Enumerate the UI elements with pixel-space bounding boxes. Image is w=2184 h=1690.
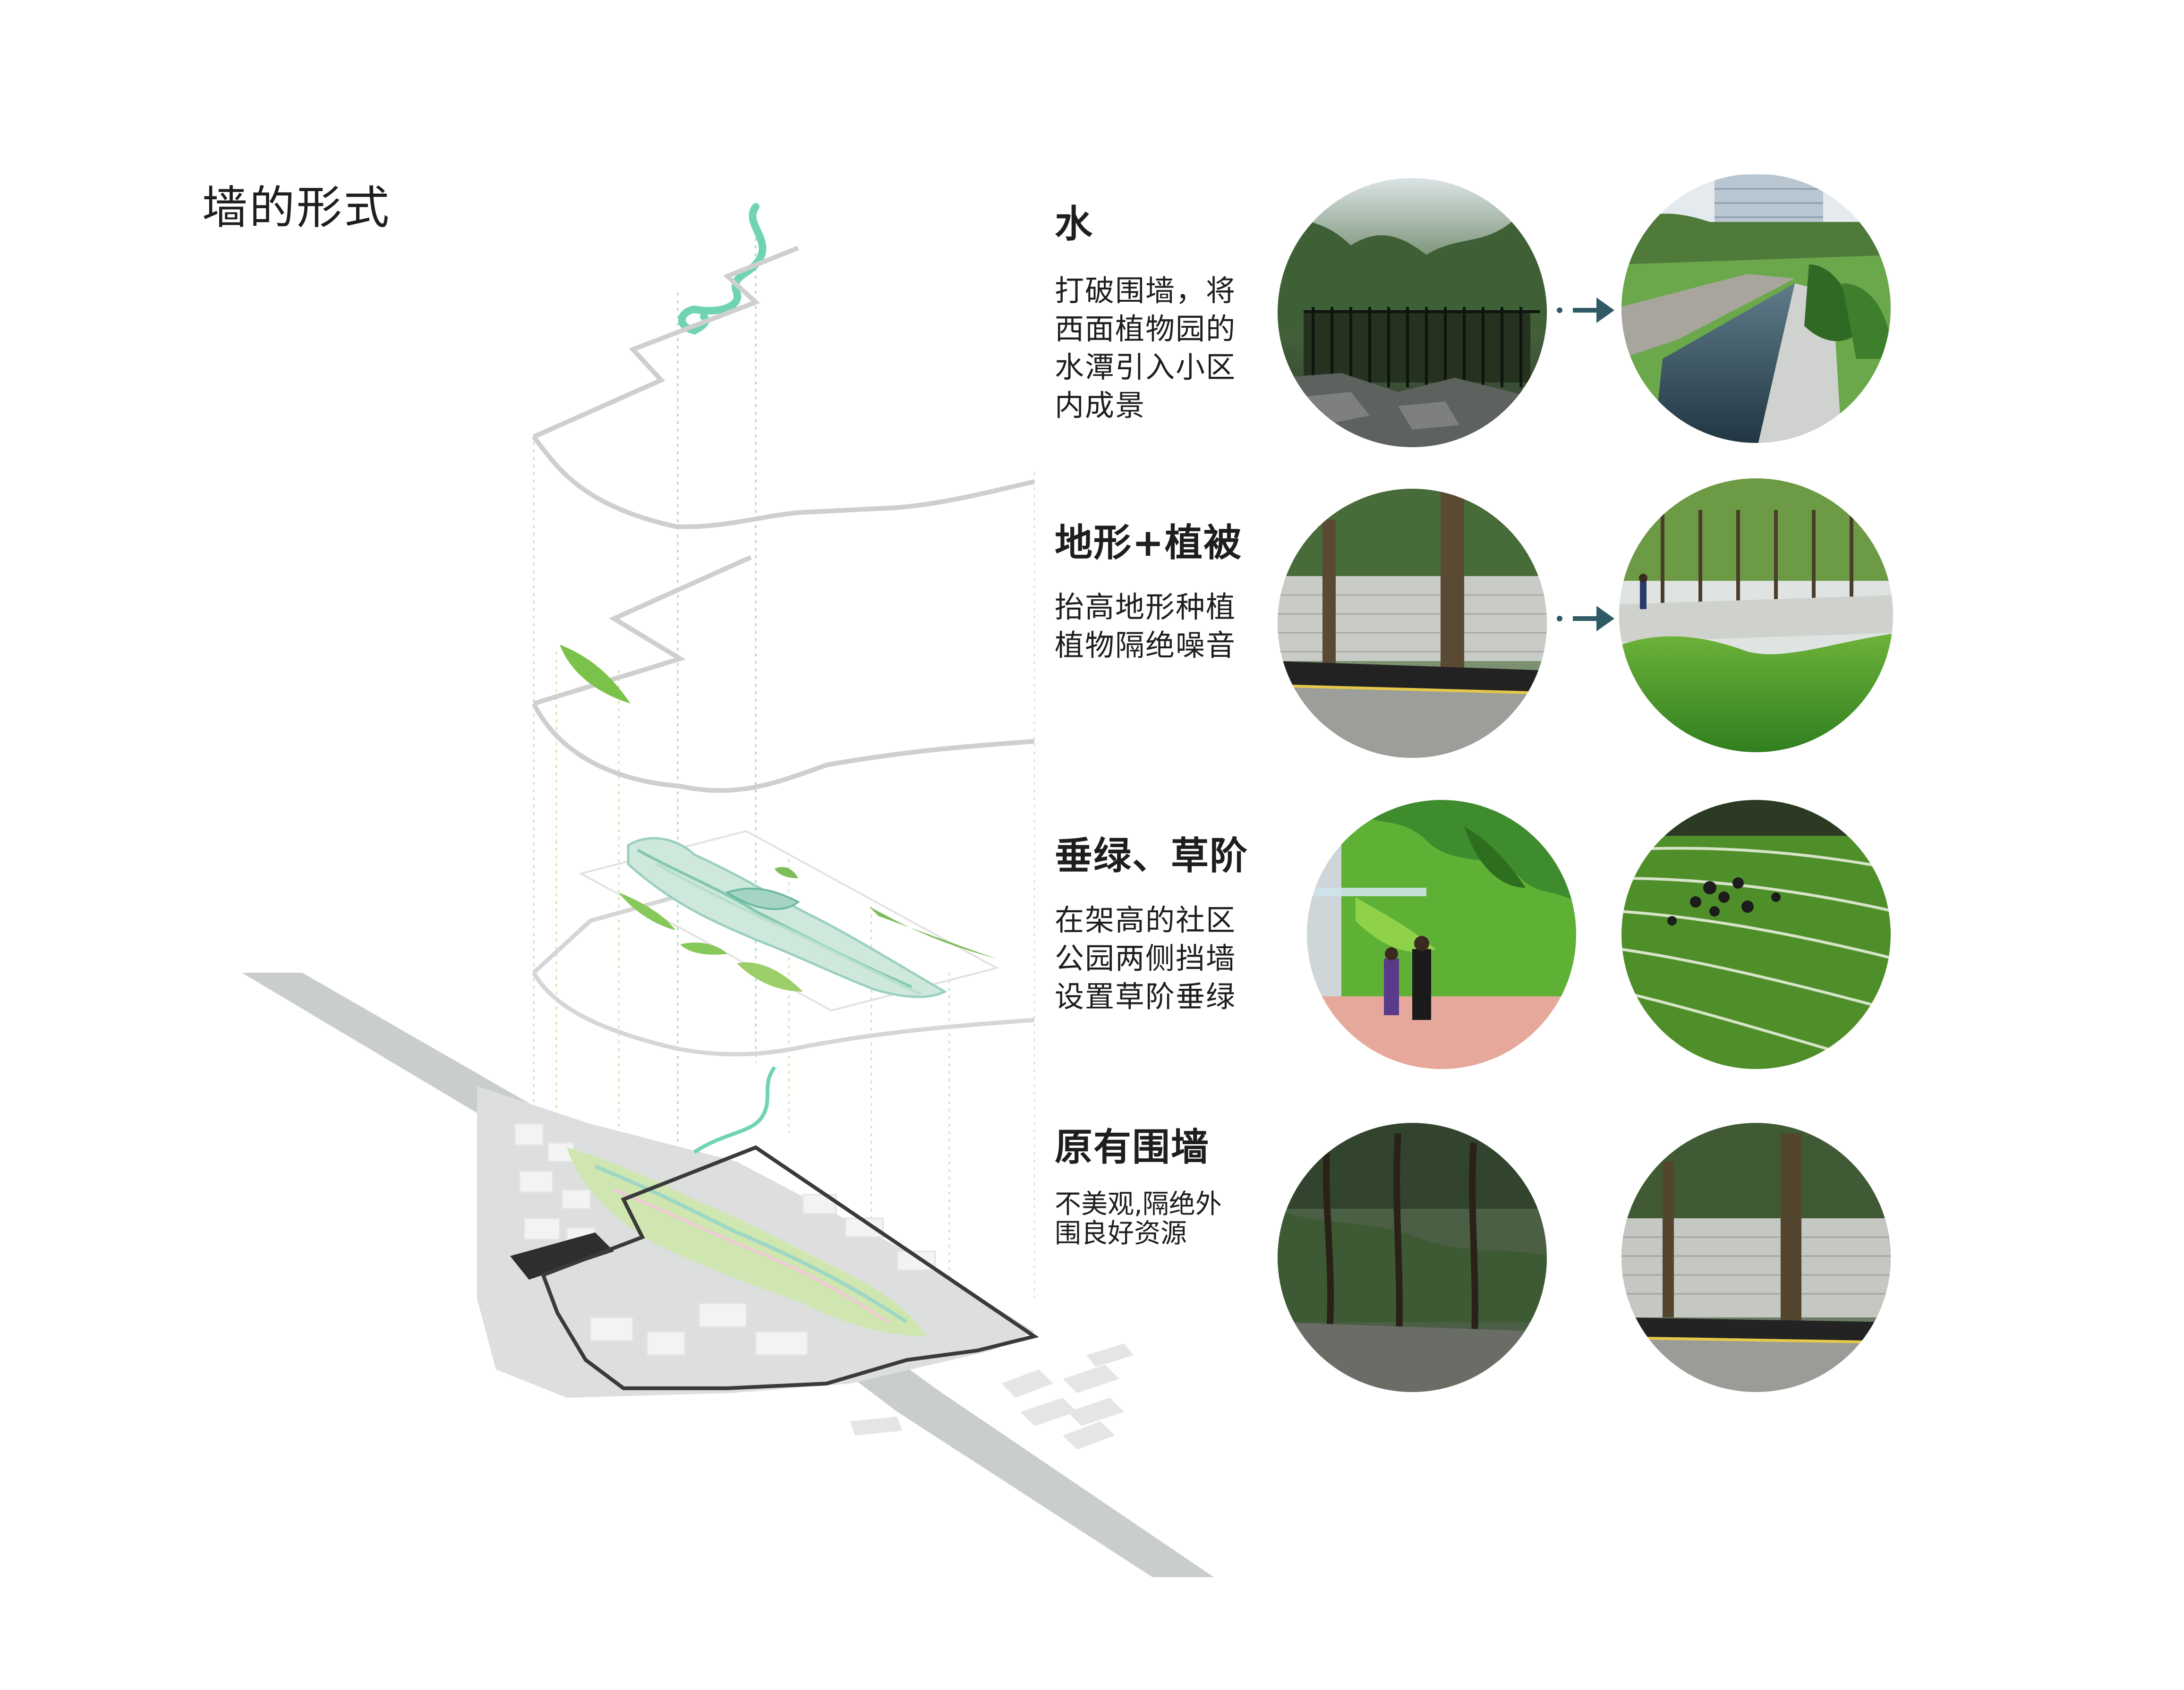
desc-line: 在架高的社区 — [1055, 903, 1237, 937]
photo-existing-trees — [1278, 1123, 1547, 1392]
layer-outline-1 — [532, 246, 1035, 529]
desc-line: 植物隔绝噪音 — [1055, 628, 1237, 662]
leaf-vegetation — [560, 645, 631, 704]
desc-line: 内成景 — [1055, 388, 1146, 423]
photo-grass-steps — [1621, 800, 1891, 1069]
desc-line: 不美观,隔绝外 — [1055, 1189, 1222, 1220]
exploded-axonometric — [242, 203, 1214, 1577]
photo-wall-with-trees — [1278, 489, 1547, 758]
page-title: 墙的形式 — [202, 181, 391, 234]
row-terrain-desc: 抬高地形种植 植物隔绝噪音 — [1055, 588, 1236, 664]
row-water-title: 水 — [1055, 202, 1093, 246]
row-1-arrow — [1557, 297, 1614, 323]
row-vertical-green-desc: 在架高的社区 公园两侧挡墙 设置草阶垂绿 — [1055, 901, 1236, 1016]
photo-green-wall — [1307, 800, 1576, 1069]
desc-line: 水潭引入小区 — [1055, 350, 1237, 384]
desc-line: 公园两侧挡墙 — [1055, 941, 1237, 976]
photo-existing-wall — [1621, 1123, 1891, 1392]
arrow-right-icon — [1596, 297, 1614, 323]
site-boundary — [540, 1145, 1039, 1390]
water-ribbon-top — [678, 203, 767, 335]
layer-outline-3 — [532, 885, 1035, 1057]
desc-line: 抬高地形种植 — [1055, 590, 1237, 624]
terrain-layer — [578, 830, 999, 1012]
photo-water-channel — [1621, 174, 1891, 443]
layer-outline-2 — [531, 555, 1035, 793]
arrow-right-icon — [1596, 606, 1614, 631]
desc-line: 打破围墙，将 — [1055, 273, 1237, 308]
photo-garden-fence — [1278, 178, 1547, 447]
desc-line: 西面植物园的 — [1055, 312, 1237, 346]
row-existing-wall-title: 原有围墙 — [1055, 1125, 1210, 1169]
row-2-arrow — [1557, 606, 1614, 631]
row-terrain-title: 地形+植被 — [1055, 521, 1243, 565]
photo-grass-mound — [1619, 478, 1893, 752]
desc-line: 围良好资源 — [1055, 1218, 1187, 1249]
row-water-desc: 打破围墙，将 西面植物园的 水潭引入小区 内成景 — [1055, 272, 1236, 425]
row-existing-wall-desc: 不美观,隔绝外 围良好资源 — [1055, 1190, 1222, 1248]
desc-line: 设置草阶垂绿 — [1055, 979, 1237, 1014]
row-vertical-green-title: 垂绿、草阶 — [1055, 834, 1248, 878]
site-base-plan — [242, 973, 1214, 1577]
